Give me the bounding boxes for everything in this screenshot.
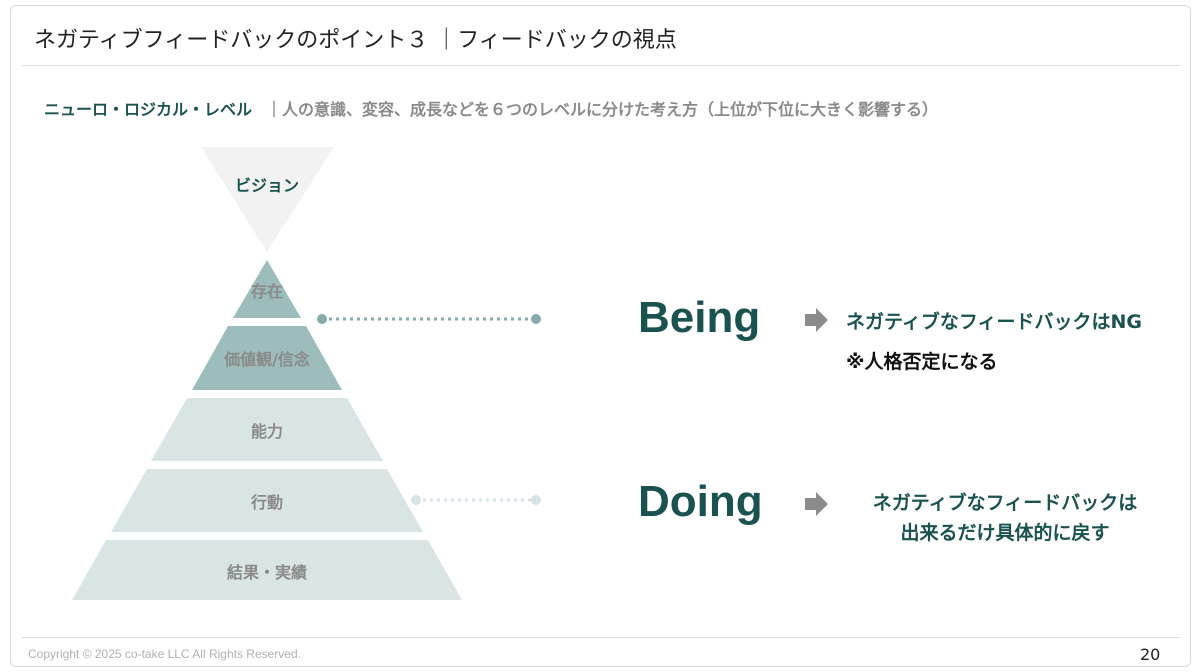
subtitle-keyword: ニューロ・ロジカル・レベル bbox=[44, 100, 253, 119]
doing-message-line2: 出来るだけ具体的に戻す bbox=[900, 522, 1110, 544]
level-behavior bbox=[111, 469, 423, 532]
header-divider bbox=[22, 65, 1180, 66]
level-label: 能力 bbox=[250, 422, 284, 441]
being-connector bbox=[317, 314, 541, 324]
being-message: ネガティブなフィードバックはNG bbox=[846, 311, 1142, 333]
doing-message-line1: ネガティブなフィードバックは bbox=[872, 492, 1138, 514]
doing-message: ネガティブなフィードバックは 出来るだけ具体的に戻す bbox=[850, 488, 1160, 548]
vision-triangle bbox=[201, 147, 334, 252]
level-being bbox=[233, 260, 301, 318]
being-label: Being bbox=[638, 293, 761, 342]
subtitle: ニューロ・ロジカル・レベル ｜人の意識、変容、成長などを６つのレベルに分けた考え方… bbox=[44, 96, 938, 120]
level-label: 価値観/信念 bbox=[224, 350, 310, 369]
doing-label: Doing bbox=[638, 477, 763, 526]
level-label: 結果・実績 bbox=[226, 563, 308, 582]
vision-label: ビジョン bbox=[234, 176, 300, 195]
level-results bbox=[72, 540, 462, 600]
slide-frame bbox=[10, 5, 1191, 667]
subtitle-description: ｜人の意識、変容、成長などを６つのレベルに分けた考え方（上位が下位に大きく影響す… bbox=[266, 100, 939, 119]
doing-connector bbox=[411, 495, 541, 505]
level-label: 存在 bbox=[250, 282, 284, 301]
level-values bbox=[192, 326, 342, 390]
level-label: 行動 bbox=[250, 493, 284, 512]
arrow-right-icon bbox=[805, 308, 828, 332]
page-number: 20 bbox=[1140, 645, 1161, 664]
arrow-right-icon bbox=[805, 492, 828, 516]
copyright: Copyright © 2025 co-take LLC All Rights … bbox=[28, 647, 301, 661]
level-capability bbox=[151, 398, 383, 461]
footer-divider bbox=[22, 637, 1180, 638]
slide-title: ネガティブフィードバックのポイント３ ｜フィードバックの視点 bbox=[34, 28, 677, 53]
being-note: ※人格否定になる bbox=[846, 351, 998, 373]
